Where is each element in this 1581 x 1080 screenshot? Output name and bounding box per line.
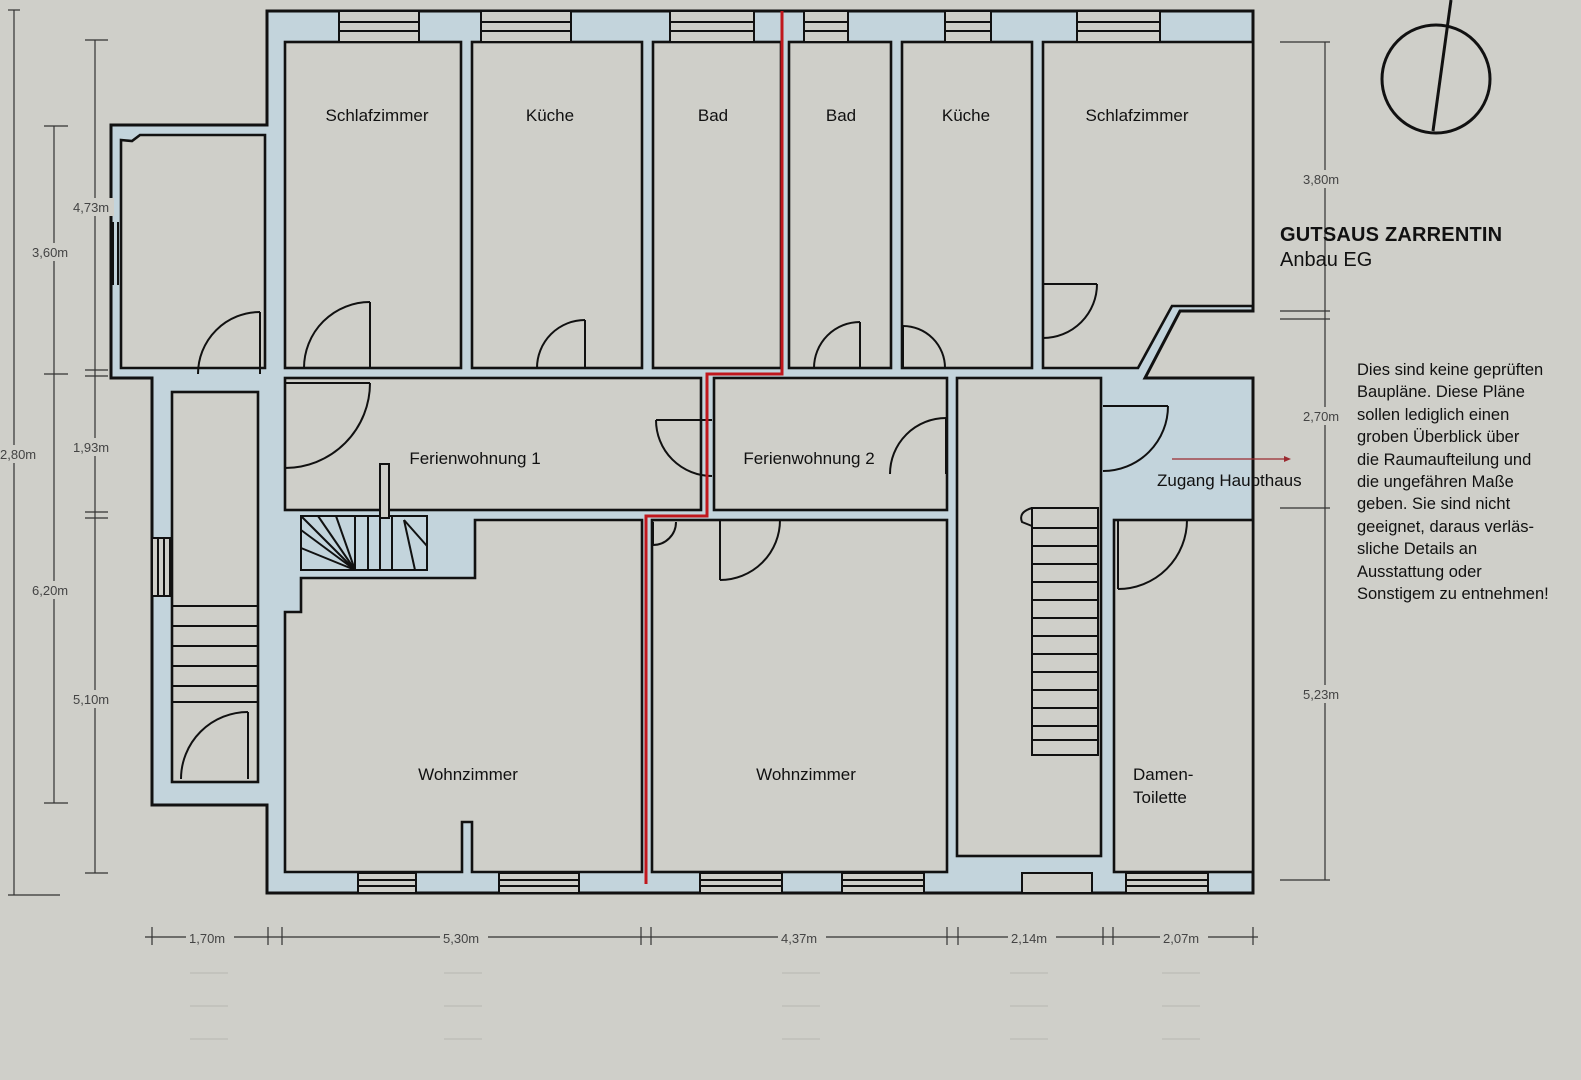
disclaimer-line: die ungefähren Maße: [1357, 472, 1514, 491]
window-top-2: [480, 10, 572, 43]
dim-left-4: 1,93m: [73, 440, 109, 455]
dim-left-5: 6,20m: [32, 583, 68, 598]
disclaimer-line: Ausstattung oder: [1357, 562, 1482, 581]
label-damen-toilette-1: Damen-: [1133, 765, 1193, 784]
room-ferienwohnung-2: [712, 376, 949, 512]
room-bad-left: [651, 40, 783, 370]
doors: [180, 283, 1188, 780]
disclaimer-line: sollen lediglich einen: [1357, 405, 1510, 424]
label-schlafzimmer-right: Schlafzimmer: [1086, 106, 1189, 125]
disclaimer-line: geeignet, daraus verläs-: [1357, 517, 1535, 536]
dim-left-2: 3,60m: [32, 245, 68, 260]
room-labels: Schlafzimmer Küche Bad Bad Küche Schlafz…: [326, 106, 1302, 807]
window-bottom-5: [1021, 872, 1093, 894]
stair-left: [171, 605, 259, 703]
dim-right-2: 2,70m: [1303, 409, 1339, 424]
plan-title: GUTSAUS ZARRENTIN: [1280, 224, 1503, 246]
dim-left-1: 4,73m: [73, 200, 109, 215]
window-left-1: [151, 537, 171, 597]
window-bottom-3: [699, 872, 783, 894]
room-erker: [119, 133, 267, 370]
window-bottom-4: [841, 872, 925, 894]
room-ferienwohnung-1: [283, 376, 703, 512]
plan-subtitle: Anbau EG: [1280, 249, 1373, 271]
stairs: [171, 463, 1099, 756]
label-kueche-left: Küche: [526, 106, 574, 125]
room-interiors: [119, 40, 1255, 874]
door-flur-right: [1102, 405, 1169, 472]
door-treppe-left: [180, 711, 249, 780]
door-bad-right: [813, 321, 861, 369]
label-wohnzimmer-left: Wohnzimmer: [418, 765, 518, 784]
door-damen-toilette: [1117, 519, 1188, 590]
room-schlafzimmer-right: [1041, 40, 1255, 370]
window-top-6: [1076, 10, 1161, 43]
dim-bottom-4: 2,14m: [1011, 931, 1047, 946]
label-kueche-right: Küche: [942, 106, 990, 125]
unit-separator-line: [644, 11, 784, 884]
room-wohnzimmer-left: [283, 518, 644, 874]
door-wohnzimmer-right: [719, 519, 781, 581]
stair-ferienwohnung-1: [300, 463, 428, 571]
room-treppe-left: [170, 390, 260, 784]
room-bad-right: [787, 40, 893, 370]
dim-bottom-1: 1,70m: [189, 931, 225, 946]
window-bottom-6: [1125, 872, 1209, 894]
stair-flur-right: [1020, 507, 1099, 756]
dim-bottom-2: 5,30m: [443, 931, 479, 946]
window-top-3: [669, 10, 755, 43]
door-wohnzimmer-left-steps: [652, 521, 677, 546]
door-erker: [197, 311, 261, 375]
window-bottom-1: [357, 872, 417, 894]
door-kueche-left: [536, 319, 586, 369]
label-schlafzimmer-left: Schlafzimmer: [326, 106, 429, 125]
label-ferienwohnung-2: Ferienwohnung 2: [743, 449, 874, 468]
title-block: GUTSAUS ZARRENTIN Anbau EG: [1280, 224, 1502, 272]
windows: [151, 10, 1209, 894]
disclaimer-line: sliche Details an: [1357, 540, 1478, 559]
dim-bottom-3: 4,37m: [781, 931, 817, 946]
door-ferienwohnung-1-mid: [655, 419, 713, 477]
disclaimer-line: Dies sind keine geprüften: [1357, 361, 1544, 379]
dim-right-3: 5,23m: [1303, 687, 1339, 702]
dim-left-3: 2,80m: [0, 447, 36, 462]
window-top-5: [944, 10, 992, 43]
room-wohnzimmer-right: [650, 518, 949, 874]
disclaimer-line: die Raumaufteilung und: [1357, 450, 1532, 469]
north-arrow-icon: [1380, 0, 1492, 135]
disclaimer-text: Dies sind keine geprüften Baupläne. Dies…: [1357, 359, 1581, 605]
dim-right-1: 3,80m: [1303, 172, 1339, 187]
bay-window: [112, 222, 119, 285]
room-schlafzimmer-left: [283, 40, 463, 370]
dim-bottom-5: 2,07m: [1163, 931, 1199, 946]
dimension-labels: 4,73m 3,60m 2,80m 1,93m 6,20m 5,10m 3,80…: [0, 170, 1346, 947]
door-schlafzimmer-left: [303, 301, 371, 369]
door-kueche-right: [902, 325, 946, 369]
label-zugang-haupthaus: Zugang Haupthaus: [1157, 471, 1302, 490]
door-schlafzimmer-right: [1042, 283, 1098, 339]
label-bad-right: Bad: [826, 106, 856, 125]
door-ferienwohnung-2: [889, 417, 947, 475]
label-damen-toilette-2: Toilette: [1133, 788, 1187, 807]
room-kueche-left: [470, 40, 644, 370]
label-ferienwohnung-1: Ferienwohnung 1: [409, 449, 540, 468]
room-damen-toilette: [1112, 518, 1255, 874]
window-top-4: [803, 10, 849, 43]
window-bottom-2: [498, 872, 580, 894]
label-bad-left: Bad: [698, 106, 728, 125]
window-top-1: [338, 10, 420, 43]
access-arrow: [1172, 456, 1291, 462]
dim-left-6: 5,10m: [73, 692, 109, 707]
disclaimer-line: groben Überblick über: [1357, 428, 1520, 447]
door-ferienwohnung-1-entry: [284, 382, 371, 469]
room-kueche-right: [900, 40, 1034, 370]
disclaimer-line: Baupläne. Diese Pläne: [1357, 383, 1525, 402]
disclaimer-line: geben. Sie sind nicht: [1357, 495, 1511, 514]
label-wohnzimmer-right: Wohnzimmer: [756, 765, 856, 784]
disclaimer-line: Sonstigem zu entnehmen!: [1357, 584, 1549, 603]
dimension-lines: [8, 9, 1330, 945]
faded-dimension-rows: [190, 972, 1200, 1040]
